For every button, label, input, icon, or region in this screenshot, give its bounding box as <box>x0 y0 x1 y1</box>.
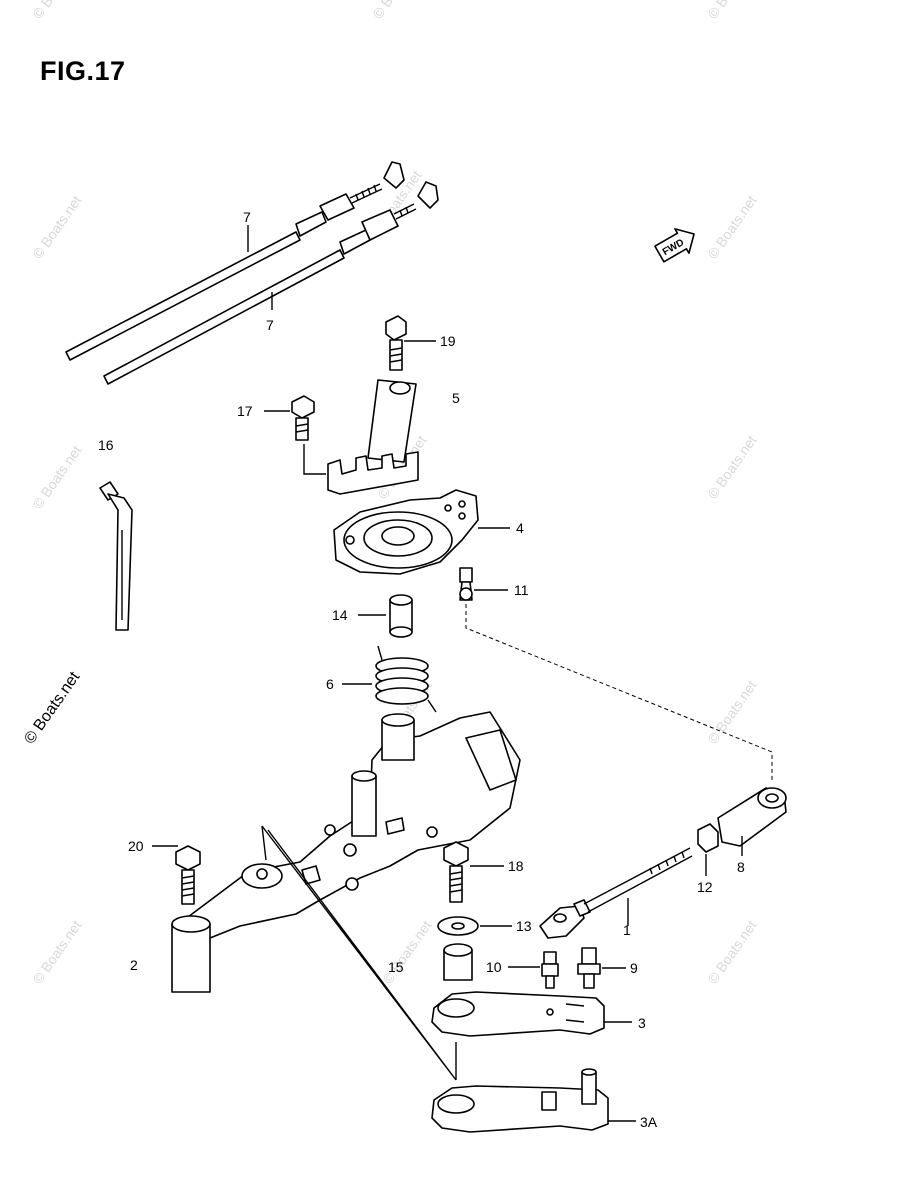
washer-13 <box>437 916 479 936</box>
shift-lever-3A <box>431 1068 609 1133</box>
leader-2-to-3 <box>261 825 457 1080</box>
plate-4 <box>333 489 479 575</box>
cable-tie-16 <box>99 481 133 631</box>
callout-7-upper: 7 <box>243 209 251 225</box>
cable-bracket-5 <box>327 379 419 495</box>
callout-14: 14 <box>332 607 348 623</box>
callout-12: 12 <box>697 879 713 895</box>
reference-line-11-to-8 <box>465 604 773 780</box>
watermark: © Boats.net <box>704 432 759 501</box>
watermark: © Boats.net <box>704 0 759 22</box>
front-direction-marker: FWD <box>654 228 695 263</box>
watermark: © Boats.net <box>379 917 434 986</box>
shift-lever-3 <box>431 991 605 1037</box>
figure-title: FIG.17 <box>40 56 126 86</box>
callout-16: 16 <box>98 437 114 453</box>
watermark: © Boats.net <box>704 192 759 261</box>
bolt-18 <box>443 841 469 903</box>
nut-12 <box>697 823 719 853</box>
bolt-19 <box>385 315 407 371</box>
watermark: © Boats.net <box>29 917 84 986</box>
callout-11: 11 <box>514 582 529 598</box>
collar-15 <box>443 943 473 981</box>
stud-9 <box>577 947 601 989</box>
callout-15: 15 <box>388 959 404 975</box>
watermark: © Boats.net <box>29 0 84 22</box>
callout-3: 3 <box>638 1015 646 1031</box>
pin-10 <box>541 951 559 989</box>
callout-13: 13 <box>516 918 532 934</box>
bolt-17 <box>291 395 315 441</box>
callout-2: 2 <box>130 957 138 973</box>
pin-11 <box>459 567 473 601</box>
leader-2-to-3A <box>261 825 457 1081</box>
spring-6 <box>375 645 437 713</box>
watermark: © Boats.net <box>29 192 84 261</box>
collar-14 <box>389 594 413 638</box>
callout-9: 9 <box>630 960 638 976</box>
connector-8 <box>717 787 787 847</box>
watermark: © Boats.net <box>369 0 424 22</box>
leader-17-drop <box>303 444 326 475</box>
watermark-dark: © Boats.net <box>21 668 83 747</box>
bolt-20 <box>175 845 201 905</box>
control-cable-lower <box>103 181 439 385</box>
shift-rod-1 <box>539 847 693 939</box>
watermark: © Boats.net <box>704 917 759 986</box>
callout-18: 18 <box>508 858 524 874</box>
callout-7-lower: 7 <box>266 317 274 333</box>
callout-labels: 7 7 19 5 17 16 4 11 14 6 20 18 8 12 13 1… <box>98 209 745 1130</box>
callout-20: 20 <box>128 838 144 854</box>
callout-3A: 3A <box>640 1114 658 1130</box>
callout-17: 17 <box>237 403 253 419</box>
callout-5: 5 <box>452 390 460 406</box>
callout-8: 8 <box>737 859 745 875</box>
watermark: © Boats.net <box>29 442 84 511</box>
control-cable-upper <box>65 161 405 361</box>
callout-19: 19 <box>440 333 456 349</box>
callout-6: 6 <box>326 676 334 692</box>
callout-10: 10 <box>486 959 502 975</box>
callout-4: 4 <box>516 520 524 536</box>
callout-1: 1 <box>623 922 631 938</box>
shift-lever-bracket-2 <box>171 711 521 993</box>
